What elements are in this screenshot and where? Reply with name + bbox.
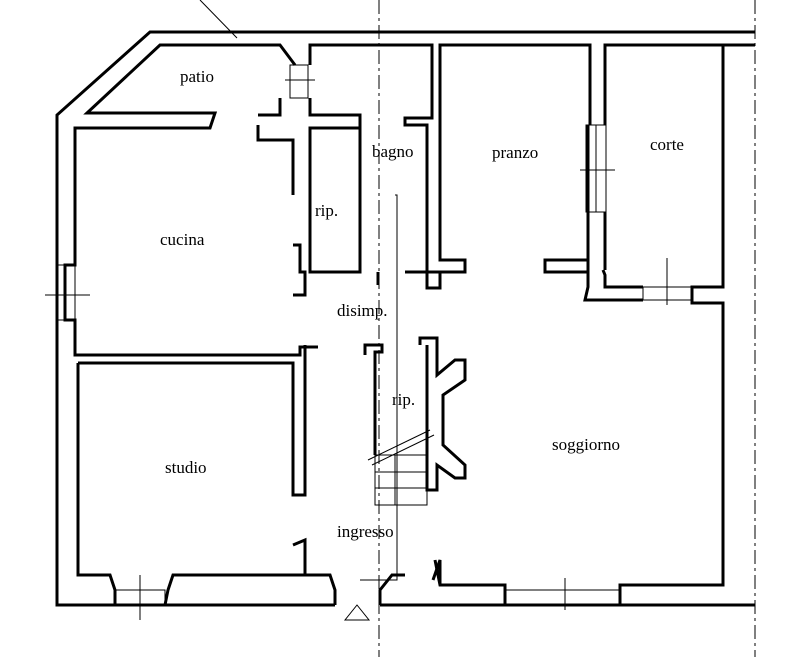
room-label-soggiorno: soggiorno	[552, 435, 620, 454]
room-label-pranzo: pranzo	[492, 143, 538, 162]
windows	[45, 64, 693, 620]
room-label-studio: studio	[165, 458, 207, 477]
room-label-ingresso: ingresso	[337, 522, 394, 541]
room-label-disimpegno: disimp.	[337, 301, 388, 320]
room-label-bagno: bagno	[372, 142, 414, 161]
room-label-patio: patio	[180, 67, 214, 86]
entrance-marker	[343, 604, 371, 621]
room-labels: patio bagno pranzo corte rip. cucina dis…	[160, 67, 684, 541]
room-label-ripostiglio-1: rip.	[315, 201, 338, 220]
room-label-ripostiglio-2: rip.	[392, 390, 415, 409]
room-label-corte: corte	[650, 135, 684, 154]
outer-walls	[55, 30, 755, 607]
room-label-cucina: cucina	[160, 230, 205, 249]
staircase	[360, 194, 435, 581]
